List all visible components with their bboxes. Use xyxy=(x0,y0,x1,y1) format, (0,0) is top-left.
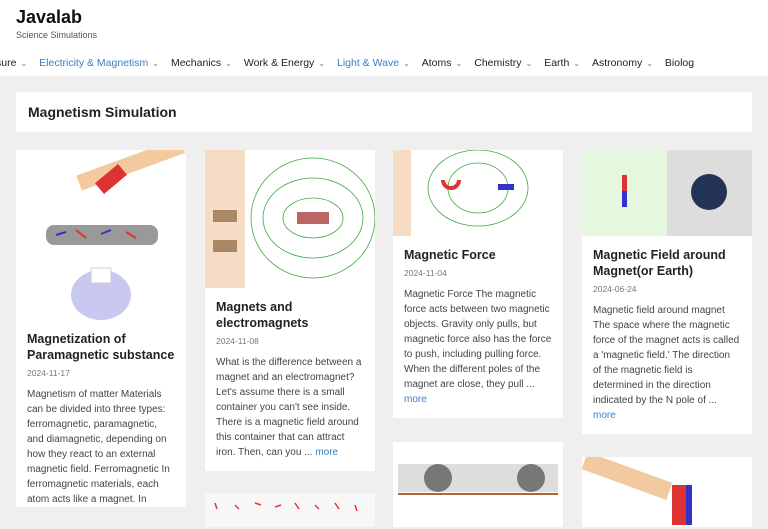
hand-magnet-thumbnail[interactable] xyxy=(582,457,752,527)
magnetic-force-thumbnail[interactable] xyxy=(393,150,563,236)
nav-item-label: Atoms xyxy=(421,57,452,69)
nav-item-label: Work & Energy xyxy=(243,57,315,69)
nav-item[interactable]: Biolog xyxy=(665,57,694,69)
nav-item[interactable]: Electricity & Magnetism⌄ xyxy=(39,57,159,69)
chevron-down-icon[interactable]: ⌄ xyxy=(20,59,28,68)
card-title[interactable]: Magnetic Force xyxy=(404,248,496,262)
nav-item-label: Chemistry xyxy=(474,57,522,69)
nav-item[interactable]: Chemistry⌄ xyxy=(474,57,532,69)
card-excerpt: What is the difference between a magnet … xyxy=(216,357,362,458)
nav-item[interactable]: Astronomy⌄ xyxy=(592,57,653,69)
more-link[interactable]: more xyxy=(593,410,616,421)
card-date: 2024-11-04 xyxy=(404,268,447,278)
chevron-down-icon[interactable]: ⌄ xyxy=(403,59,410,68)
nav-item-label: Astronomy xyxy=(592,57,643,69)
nav-item-label: Biolog xyxy=(664,57,695,69)
post-card[interactable]: Magnetization of Paramagnetic substance 2… xyxy=(16,150,186,507)
paramagnetic-thumbnail[interactable] xyxy=(16,150,186,320)
nav-item[interactable]: Work & Energy⌄ xyxy=(244,57,325,69)
card-excerpt: Magnetism of matter Materials can be div… xyxy=(27,389,170,505)
compass-grid-thumbnail[interactable] xyxy=(205,493,375,527)
site-header: Javalab Science Simulations sure⌄Electri… xyxy=(0,0,768,76)
card-excerpt: Magnetic Force The magnetic force acts b… xyxy=(404,289,552,405)
site-tagline: Science Simulations xyxy=(16,30,98,40)
nav-item-label: Light & Wave xyxy=(337,57,400,69)
nav-item[interactable]: Mechanics⌄ xyxy=(171,57,232,69)
card-date: 2024-06-24 xyxy=(593,284,637,294)
nav-item-label: Earth xyxy=(544,57,570,69)
earth-field-thumbnail[interactable] xyxy=(582,150,752,236)
nav-item-label: Electricity & Magnetism xyxy=(39,57,149,69)
chevron-down-icon[interactable]: ⌄ xyxy=(152,59,159,68)
card-title[interactable]: Magnetic Field around Magnet(or Earth) xyxy=(593,248,726,278)
more-link[interactable]: more xyxy=(404,394,427,405)
chevron-down-icon[interactable]: ⌄ xyxy=(525,59,533,68)
more-link[interactable]: more xyxy=(315,447,339,458)
nav-item[interactable]: Light & Wave⌄ xyxy=(337,57,410,69)
electromagnet-thumbnail[interactable] xyxy=(205,150,375,288)
chevron-down-icon[interactable]: ⌄ xyxy=(455,59,463,68)
post-card[interactable] xyxy=(393,442,563,527)
post-card[interactable] xyxy=(582,457,752,527)
card-title[interactable]: Magnetization of Paramagnetic substance xyxy=(27,332,175,362)
page-title: Magnetism Simulation xyxy=(16,92,752,132)
chevron-down-icon[interactable]: ⌄ xyxy=(646,59,653,68)
nav-item[interactable]: Atoms⌄ xyxy=(422,57,462,69)
post-card[interactable] xyxy=(205,493,375,527)
chevron-down-icon[interactable]: ⌄ xyxy=(318,59,325,68)
chevron-down-icon[interactable]: ⌄ xyxy=(573,59,581,68)
nav-item[interactable]: Earth⌄ xyxy=(544,57,580,69)
card-date: 2024-11-08 xyxy=(216,336,259,346)
magnet-train-thumbnail[interactable] xyxy=(393,442,563,522)
nav-item-label: Mechanics xyxy=(170,57,222,69)
card-date: 2024-11-17 xyxy=(27,368,70,378)
card-title[interactable]: Magnets and electromagnets xyxy=(216,300,309,330)
post-card[interactable]: Magnetic Field around Magnet(or Earth) 20… xyxy=(582,150,752,434)
site-logo[interactable]: Javalab xyxy=(16,7,83,27)
chevron-down-icon[interactable]: ⌄ xyxy=(225,59,232,68)
card-excerpt: Magnetic field around magnet The space w… xyxy=(593,305,740,421)
